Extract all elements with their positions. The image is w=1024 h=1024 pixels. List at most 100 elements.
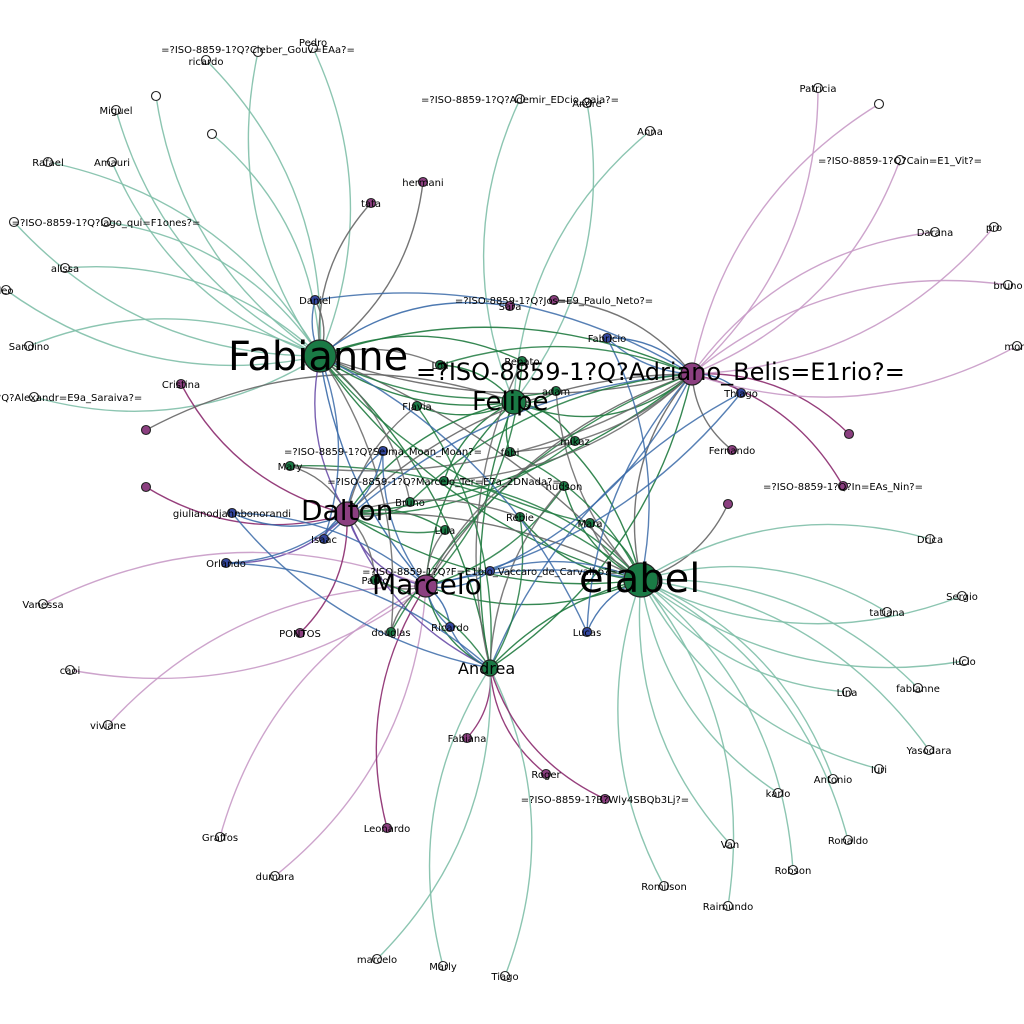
node-mikaz[interactable]: [569, 435, 581, 447]
node-hudson[interactable]: [558, 480, 570, 492]
node-unlabeled-53[interactable]: [843, 428, 855, 440]
edge-drica: [640, 523, 931, 581]
node-unlabeled-67[interactable]: [873, 98, 885, 110]
node-raimundo[interactable]: [722, 900, 734, 912]
node-saraiva[interactable]: [28, 391, 40, 403]
node-robson[interactable]: [787, 864, 799, 876]
node-fabianne2[interactable]: [912, 682, 924, 694]
node-tatiana[interactable]: [881, 606, 893, 618]
node-anna[interactable]: [644, 125, 656, 137]
node-pedro[interactable]: [307, 42, 319, 54]
node-romilson[interactable]: [658, 880, 670, 892]
node-fabricio[interactable]: [601, 332, 613, 344]
node-iago[interactable]: [100, 216, 112, 228]
node-lucio[interactable]: [958, 655, 970, 667]
hub-node-felipe[interactable]: [501, 389, 527, 415]
hub-node-marcelo[interactable]: [414, 574, 438, 598]
node-daniel[interactable]: [309, 294, 321, 306]
node-grafos[interactable]: [214, 831, 226, 843]
node-paulo[interactable]: [369, 574, 381, 586]
node-adam[interactable]: [550, 385, 562, 397]
node-yasodara[interactable]: [923, 744, 935, 756]
node-unlabeled-4[interactable]: [206, 128, 218, 140]
node-van[interactable]: [724, 838, 736, 850]
node-alissa[interactable]: [59, 262, 71, 274]
node-dumara[interactable]: [269, 870, 281, 882]
node-thiago[interactable]: [735, 387, 747, 399]
label-ronaldo: Ronaldo: [828, 836, 868, 847]
hub-node-fabianne[interactable]: [303, 339, 337, 373]
node-darana[interactable]: [929, 226, 941, 238]
node-morc[interactable]: [1011, 340, 1023, 352]
node-selma[interactable]: [377, 445, 389, 457]
hub-node-andrea[interactable]: [481, 659, 499, 677]
node-flavia[interactable]: [411, 400, 423, 412]
node-marcelo_ter[interactable]: [438, 475, 450, 487]
hub-node-elabel[interactable]: [623, 562, 659, 598]
node-sergio[interactable]: [956, 590, 968, 602]
node-roger[interactable]: [540, 768, 552, 780]
node-miguel[interactable]: [110, 104, 122, 116]
node-leonardo[interactable]: [381, 822, 393, 834]
node-vanessa[interactable]: [37, 598, 49, 610]
node-lula[interactable]: [439, 524, 451, 536]
node-giuliano[interactable]: [226, 507, 238, 519]
node-fabiana[interactable]: [461, 732, 473, 744]
node-pontos[interactable]: [294, 627, 306, 639]
node-marcelo_s[interactable]: [371, 953, 383, 965]
node-unlabeled-3[interactable]: [150, 90, 162, 102]
hub-node-adriano[interactable]: [680, 362, 704, 386]
node-drica[interactable]: [924, 533, 936, 545]
node-sandino[interactable]: [23, 340, 35, 352]
node-rafael[interactable]: [42, 156, 54, 168]
node-ricardo2[interactable]: [444, 621, 456, 633]
label-robson: Robson: [775, 866, 812, 877]
node-patricia[interactable]: [812, 82, 824, 94]
node-renato[interactable]: [516, 355, 528, 367]
node-andre[interactable]: [581, 97, 593, 109]
node-unlabeled-19[interactable]: [140, 481, 152, 493]
node-sara[interactable]: [504, 300, 516, 312]
node-lina[interactable]: [841, 686, 853, 698]
node-amauri[interactable]: [106, 156, 118, 168]
node-loli[interactable]: [434, 359, 446, 371]
node-leo[interactable]: [0, 284, 12, 296]
node-bruno2[interactable]: [1002, 279, 1014, 291]
node-marly[interactable]: [437, 960, 449, 972]
node-mara[interactable]: [584, 517, 596, 529]
node-jose[interactable]: [548, 294, 560, 306]
node-pro[interactable]: [988, 221, 1000, 233]
node-ademir[interactable]: [514, 93, 526, 105]
node-cristina[interactable]: [175, 378, 187, 390]
node-fabio_v[interactable]: [484, 565, 496, 577]
node-fabi[interactable]: [504, 446, 516, 458]
node-karlo[interactable]: [772, 787, 784, 799]
node-unlabeled-54[interactable]: [722, 498, 734, 510]
node-unlabeled-9[interactable]: [8, 216, 20, 228]
node-tiago[interactable]: [499, 970, 511, 982]
node-fernando[interactable]: [726, 444, 738, 456]
node-orlando[interactable]: [220, 557, 232, 569]
node-nin[interactable]: [837, 480, 849, 492]
node-mary[interactable]: [284, 460, 296, 472]
node-lucas[interactable]: [581, 626, 593, 638]
edge-mesh-thiago-0: [425, 392, 742, 587]
node-viviane[interactable]: [102, 719, 114, 731]
node-caoi[interactable]: [64, 664, 76, 676]
node-douglas[interactable]: [385, 626, 397, 638]
node-ronaldo[interactable]: [842, 834, 854, 846]
node-ricardo[interactable]: [200, 54, 212, 66]
node-b64[interactable]: [599, 793, 611, 805]
node-iuri[interactable]: [873, 763, 885, 775]
node-antonio[interactable]: [827, 773, 839, 785]
node-tata[interactable]: [365, 197, 377, 209]
node-cleber[interactable]: [252, 46, 264, 58]
node-caina[interactable]: [894, 154, 906, 166]
node-unlabeled-18[interactable]: [140, 424, 152, 436]
edge-fabianne2: [640, 578, 919, 689]
node-hermani[interactable]: [417, 176, 429, 188]
hub-node-dalton[interactable]: [334, 501, 360, 527]
node-isaac[interactable]: [318, 533, 330, 545]
node-rebie[interactable]: [514, 511, 526, 523]
node-bruno[interactable]: [404, 496, 416, 508]
